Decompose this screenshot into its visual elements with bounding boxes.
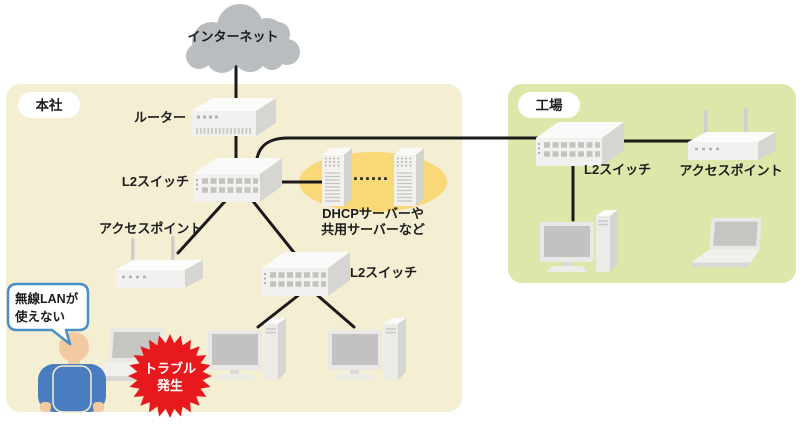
servers-label-line1: DHCPサーバーや <box>322 206 424 221</box>
head-office-label-pill: 本社 <box>18 92 80 118</box>
servers-dots: ...... <box>353 164 389 184</box>
factory-l2-switch-device <box>536 122 624 166</box>
floor-l2-switch-device <box>262 252 350 296</box>
user-person <box>38 332 106 413</box>
router-label: ルーター <box>134 110 186 125</box>
core-l2-switch-device <box>194 158 282 202</box>
cable-floorswitch-pc1 <box>256 292 302 329</box>
speech-bubble-text-line2: 使えない <box>14 309 65 324</box>
internet-label: インターネット <box>187 29 278 44</box>
internet-cloud <box>186 4 300 73</box>
cable-switch-floorswitch <box>250 198 302 262</box>
server-tower-2 <box>394 148 424 206</box>
router-device <box>192 98 276 136</box>
trouble-text-line2: 発生 <box>156 378 183 393</box>
trouble-burst: トラブル 発生 <box>128 334 212 418</box>
servers-label-line2: 共用サーバーなど <box>321 222 425 237</box>
cable-floorswitch-pc2 <box>314 292 356 329</box>
factory-label-pill: 工場 <box>518 92 580 118</box>
floor-l2-switch-label: L2スイッチ <box>350 265 417 280</box>
speech-bubble: 無線LANが 使えない <box>6 282 90 346</box>
hq-access-point-label: アクセスポイント <box>99 221 202 236</box>
cable-switch-accesspoint <box>176 196 230 255</box>
factory-access-point-label: アクセスポイント <box>679 163 782 178</box>
core-l2-switch-label: L2スイッチ <box>122 174 189 189</box>
speech-bubble-text-line1: 無線LANが <box>15 291 79 306</box>
head-office-label: 本社 <box>36 97 63 113</box>
factory-l2-switch-label: L2スイッチ <box>584 162 651 177</box>
server-tower-1 <box>322 148 352 206</box>
factory-label: 工場 <box>536 97 564 113</box>
trouble-text-line1: トラブル <box>144 361 196 376</box>
